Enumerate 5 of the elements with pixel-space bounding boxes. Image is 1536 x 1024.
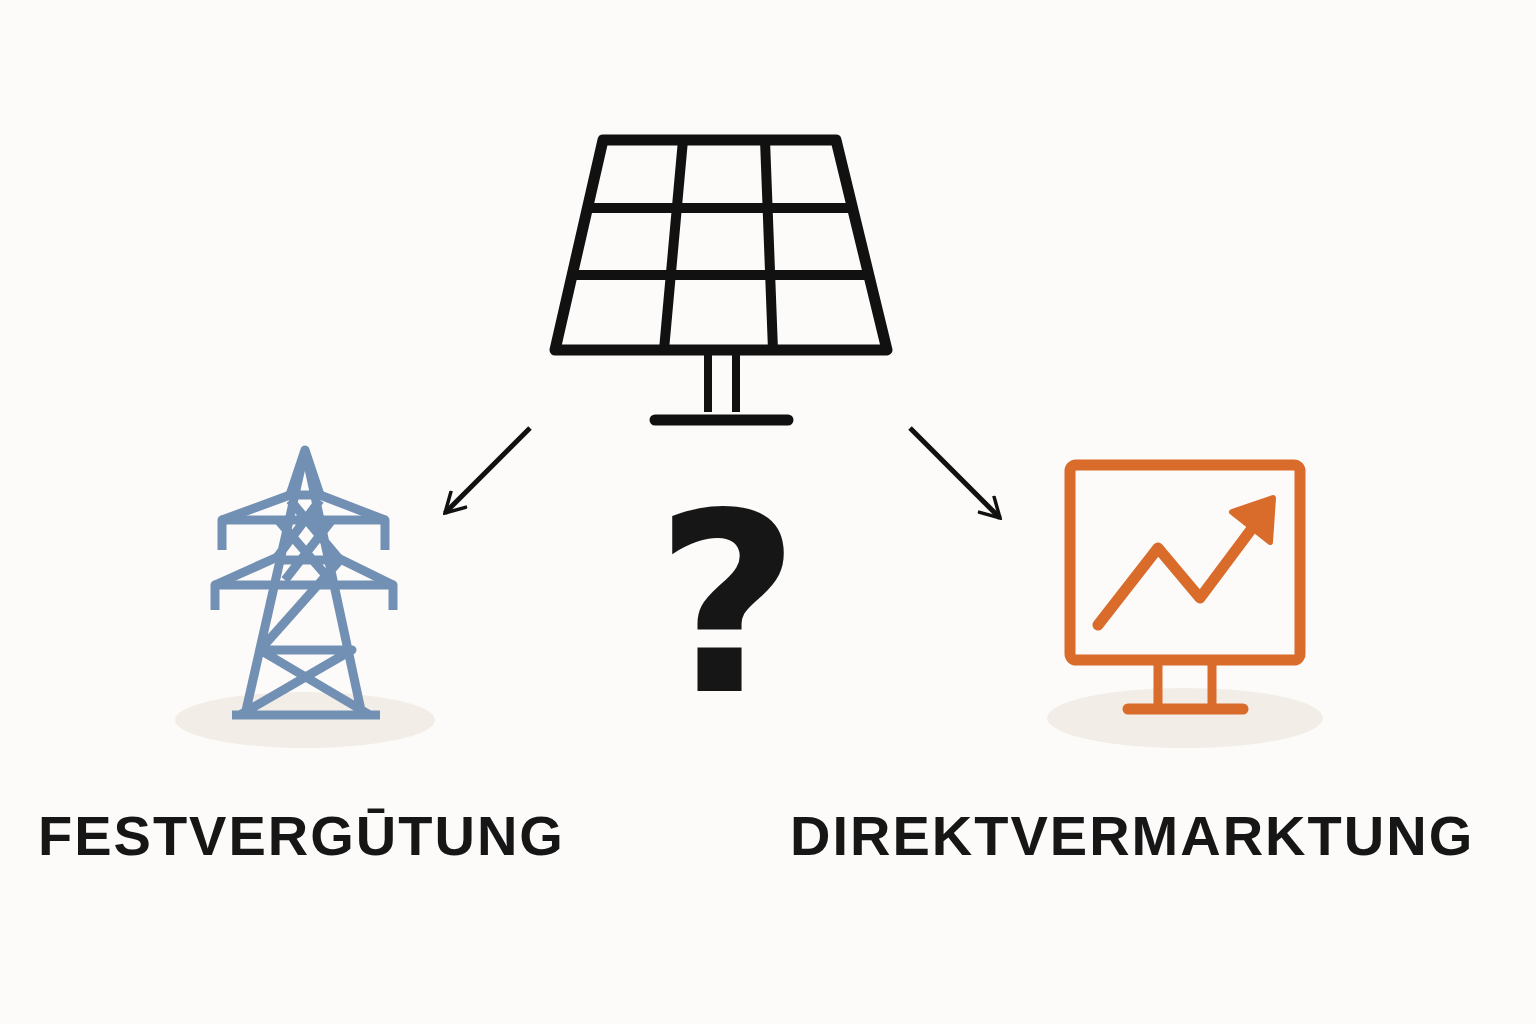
option-label: DIREKTVERMARKTUNG xyxy=(790,808,1475,864)
question-mark: ? xyxy=(655,480,801,730)
arrow xyxy=(443,426,532,515)
arrow xyxy=(908,426,1002,520)
option-label: FESTVERGŪTUNG xyxy=(38,808,565,864)
